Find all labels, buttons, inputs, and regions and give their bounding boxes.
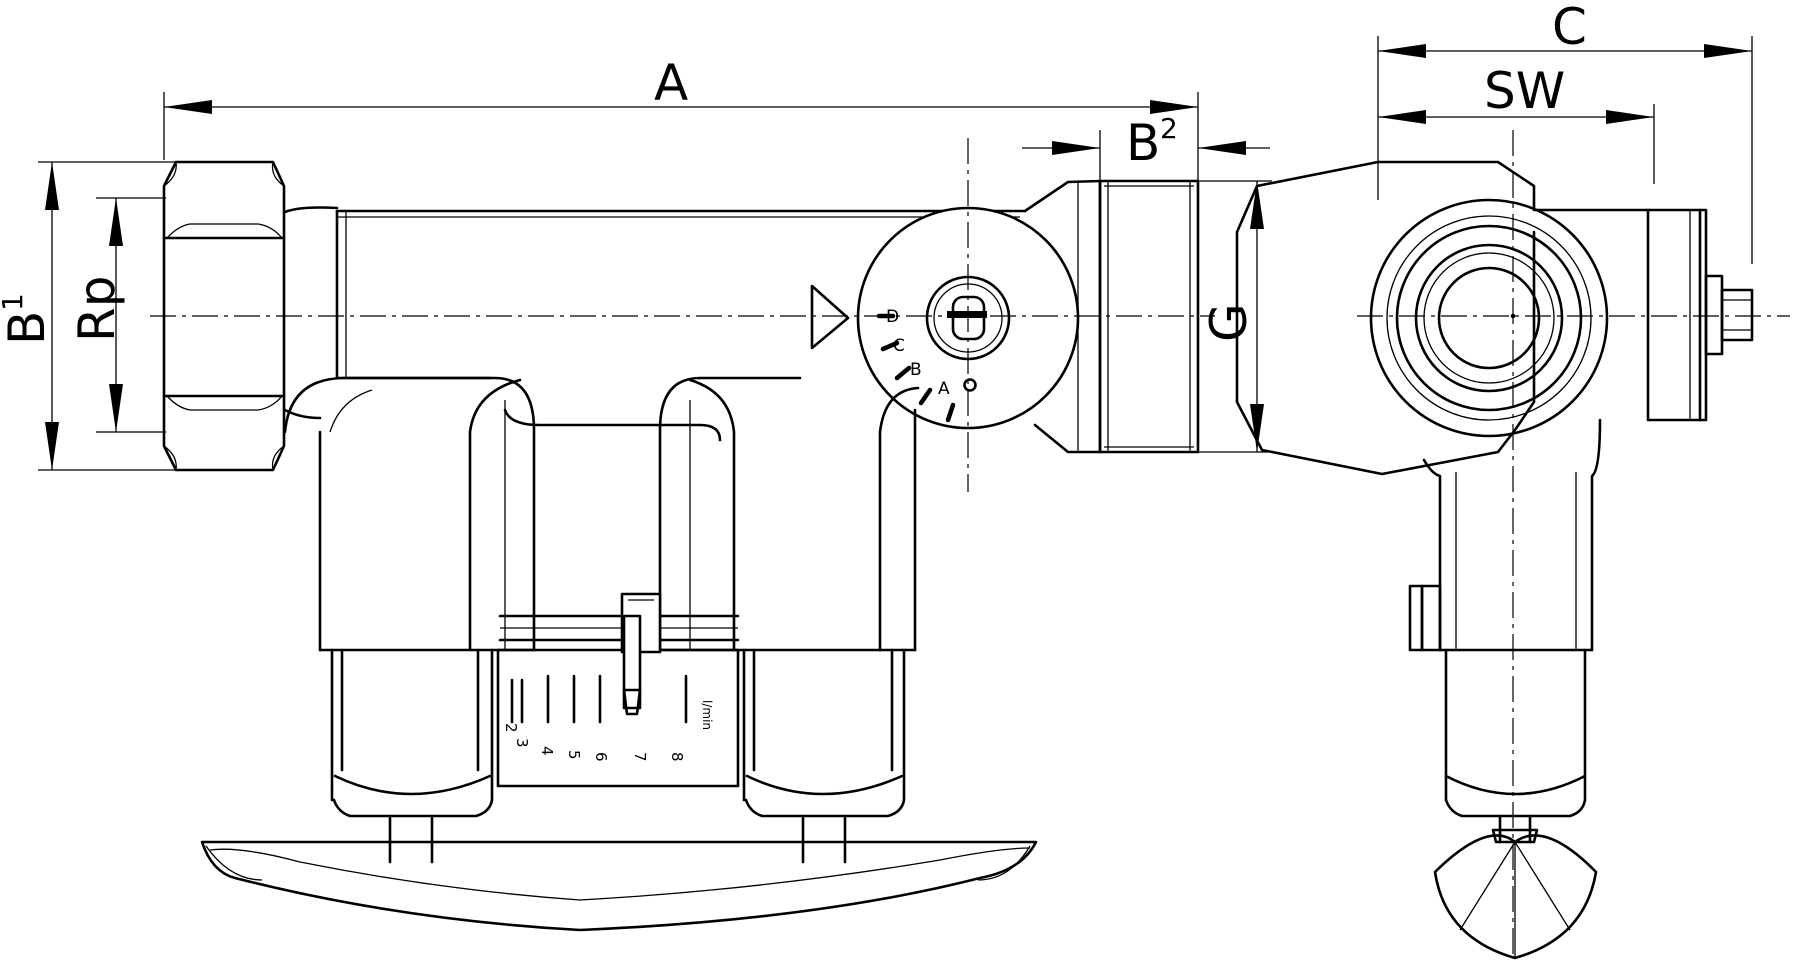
dim-label-a: A xyxy=(654,54,688,112)
indicator-triangle-icon xyxy=(810,284,850,350)
flow-scale: 2 3 4 5 6 7 8 l/min xyxy=(502,674,714,762)
dim-label-b1-index: 1 xyxy=(0,293,29,311)
front-view: D C B A xyxy=(150,138,1215,932)
dial-label-b: B xyxy=(910,360,922,380)
side-leg xyxy=(1408,418,1602,844)
scale-mark-6: 6 xyxy=(592,752,610,762)
scale-mark-5: 5 xyxy=(565,750,583,760)
dimension-b2: B 2 xyxy=(1022,112,1270,180)
scale-mark-7: 7 xyxy=(631,752,649,762)
dim-label-g: G xyxy=(1200,303,1258,342)
dial-label-d: D xyxy=(886,307,899,327)
left-leg xyxy=(283,376,536,864)
side-handle xyxy=(1433,834,1598,960)
dial-label-a: A xyxy=(938,379,950,399)
flow-meter: 2 3 4 5 6 7 8 l/min xyxy=(496,408,740,788)
dimension-rp: Rp xyxy=(68,197,166,433)
scale-mark-4: 4 xyxy=(538,746,556,756)
handle xyxy=(200,840,1038,932)
dimension-a: A xyxy=(163,54,1199,180)
scale-unit: l/min xyxy=(700,700,714,730)
regulating-dial: D C B A xyxy=(810,206,1080,430)
dim-label-rp: Rp xyxy=(68,276,126,342)
side-regulating-cap xyxy=(1646,208,1754,422)
scale-mark-3: 3 xyxy=(513,738,531,748)
dim-label-b2: B xyxy=(1126,114,1160,172)
dial-label-c: C xyxy=(893,336,905,356)
side-hex-body xyxy=(1235,160,1650,476)
flow-indicator-needle xyxy=(620,592,662,716)
dimension-c: C xyxy=(1377,0,1753,264)
scale-mark-2: 2 xyxy=(502,723,520,733)
dimension-sw: SW xyxy=(1378,62,1655,184)
dim-label-b1: B xyxy=(0,311,56,345)
dim-label-c: C xyxy=(1552,0,1587,56)
dimension-b1: B 1 xyxy=(0,161,176,471)
dim-label-sw: SW xyxy=(1484,62,1565,120)
side-view xyxy=(1235,130,1790,960)
scale-mark-8: 8 xyxy=(668,752,686,762)
dim-label-b2-index: 2 xyxy=(1160,112,1178,145)
inlet-hex-nut xyxy=(162,160,286,472)
right-leg xyxy=(658,376,920,864)
dimension-g: G xyxy=(1198,180,1272,453)
